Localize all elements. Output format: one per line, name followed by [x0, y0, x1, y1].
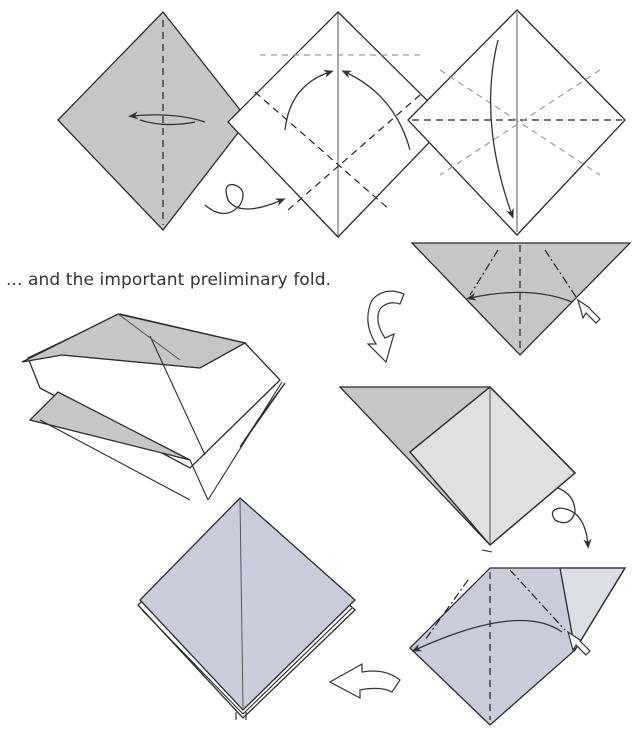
step-7-hollow-arrow — [328, 662, 401, 699]
step-8-crease — [239, 499, 244, 709]
turn-over-icon — [204, 183, 286, 215]
curved-arrow-icon-2 — [328, 662, 401, 699]
step-7 — [409, 567, 627, 726]
step-5-edge-b — [149, 335, 206, 456]
step-5-lower-flap — [28, 391, 191, 461]
step-1-arrow-return — [139, 119, 196, 126]
step-2-valley-diagonal-b — [287, 94, 421, 211]
step-2 — [227, 11, 450, 238]
step-4-paper — [410, 242, 632, 356]
step-8 — [137, 497, 356, 720]
step-8-paper — [139, 497, 356, 711]
caption-text: ... and the important preliminary fold. — [6, 270, 332, 290]
step-5-crease — [117, 313, 181, 361]
step-8-layer-left — [141, 609, 244, 715]
step-4-mountain-line-left — [469, 249, 499, 296]
push-arrow-icon-2 — [566, 630, 591, 656]
step-7-mountain-left — [424, 579, 469, 641]
step-5-edge-c — [189, 459, 209, 501]
arrow-left-icon — [128, 111, 206, 123]
step-4-mountain-line — [544, 249, 579, 301]
step-6-bottom-layer — [481, 549, 493, 553]
step-6 — [338, 386, 576, 553]
step-4-arrow — [466, 291, 573, 303]
step-1-paper — [57, 11, 249, 231]
step-7-arrow — [411, 619, 563, 652]
step-2-arrow-right — [341, 70, 411, 151]
arrow-down-icon — [489, 39, 514, 219]
step-7-flap — [559, 567, 627, 652]
step-2-valley-diagonal-a — [254, 91, 391, 211]
step-7-mountain-line — [509, 569, 566, 631]
step-8-layer-right — [242, 607, 353, 715]
step-5-edge-e — [207, 381, 283, 501]
step-5-top-flap — [21, 313, 247, 369]
step-5-edge-d — [39, 419, 191, 501]
step-2-arrow-left — [284, 70, 334, 131]
step-4 — [410, 242, 632, 356]
curved-arrow-icon — [366, 290, 405, 364]
step-4-hollow-arrow — [366, 290, 405, 364]
turn-over-icon-2 — [551, 487, 592, 549]
step-3 — [407, 9, 626, 236]
step-3-guide-b — [439, 69, 601, 176]
step-1 — [57, 11, 249, 231]
step-5 — [21, 313, 286, 501]
step-5-edge-a — [61, 354, 201, 369]
push-arrow-icon — [576, 298, 601, 324]
step-3-guide-a — [439, 69, 601, 176]
